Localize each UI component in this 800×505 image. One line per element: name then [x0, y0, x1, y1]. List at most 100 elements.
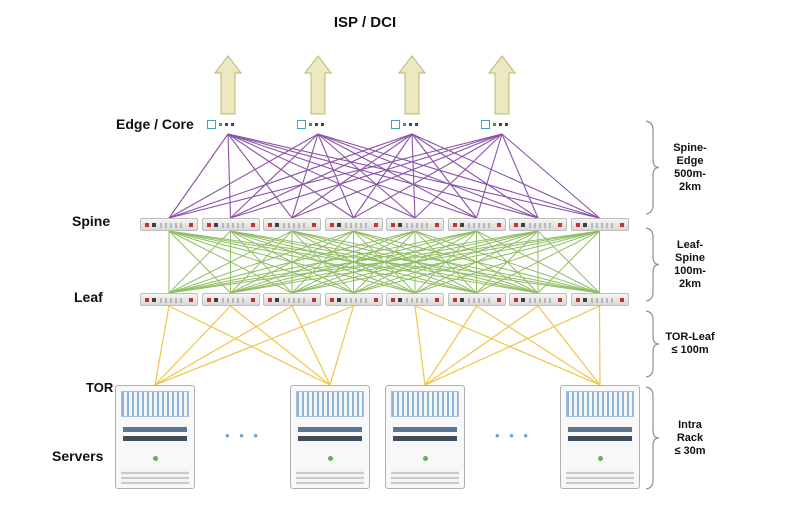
server-unit: [298, 436, 362, 441]
brace-leaf-spine: [645, 227, 660, 302]
status-led-icon: [493, 123, 496, 126]
uplink-arrow: [487, 55, 517, 115]
port-icon: [398, 298, 402, 302]
port-icon: [336, 298, 341, 302]
annotation-line: TOR-Leaf: [665, 331, 715, 343]
edge-core-device: [297, 117, 341, 132]
annotation-line: Intra: [678, 418, 702, 431]
port-strip: [221, 223, 247, 228]
annotation-line: Edge: [676, 154, 704, 167]
more-racks-ellipsis: • • •: [495, 428, 531, 443]
annotation-line: Rack: [676, 431, 704, 444]
tor-patch-panel: [121, 391, 189, 417]
status-led-icon: [312, 223, 316, 227]
edge-core-device: [207, 117, 251, 132]
layer-label-edge-core: Edge / Core: [116, 116, 194, 132]
port-strip: [406, 298, 431, 303]
status-led-icon: [558, 298, 562, 302]
port-icon: [582, 223, 587, 227]
annotation-line: ≤ 30m: [674, 444, 706, 457]
status-led-icon: [496, 298, 501, 302]
leaf-switch: [509, 293, 567, 306]
port-icon: [321, 123, 324, 126]
server-rack: [385, 385, 465, 489]
leaf-tor-links: [154, 305, 601, 386]
server-unit: [393, 427, 457, 432]
spine-switch: [570, 218, 629, 231]
rack-vents: [566, 469, 634, 484]
status-led-icon: [145, 223, 149, 227]
port-strip: [344, 298, 370, 303]
server-unit: [123, 427, 187, 432]
status-led-icon: [329, 298, 334, 302]
spine-leaf-links: [168, 230, 600, 294]
annotation-line: ≤ 100m: [671, 344, 709, 356]
spine-switch: [386, 218, 444, 231]
port-icon: [225, 123, 228, 126]
leaf-switch: [263, 293, 321, 306]
port-icon: [521, 298, 525, 302]
port-icon: [582, 298, 587, 302]
port-strip: [344, 223, 370, 228]
brace-spine-edge: [645, 120, 660, 215]
port-strip: [283, 298, 308, 303]
status-led-icon: [435, 223, 439, 227]
port-strip: [160, 298, 185, 303]
layer-label-tor: TOR: [86, 380, 114, 395]
port-strip: [221, 298, 247, 303]
port-icon: [231, 123, 234, 126]
server-unit: [123, 436, 187, 441]
annotation-line: Spine-: [673, 141, 707, 154]
more-racks-ellipsis: • • •: [225, 428, 261, 443]
status-led-icon: [329, 223, 334, 227]
port-icon: [499, 123, 502, 126]
status-led-icon: [598, 456, 603, 461]
layer-label-leaf: Leaf: [74, 289, 103, 305]
port-icon: [409, 123, 412, 126]
edge-module-icon: [297, 120, 306, 129]
leaf-switch: [386, 293, 444, 306]
diagram-title: ISP / DCI: [333, 14, 397, 31]
status-led-icon: [452, 223, 457, 227]
spine-switch: [263, 218, 321, 231]
annotation-line: Spine: [675, 251, 705, 264]
port-icon: [336, 223, 341, 227]
brace-intra-rack: [645, 386, 660, 490]
status-led-icon: [496, 223, 501, 227]
rack-vents: [296, 469, 364, 484]
status-led-icon: [189, 298, 193, 302]
server-unit: [393, 436, 457, 441]
status-led-icon: [309, 123, 312, 126]
edge-module-icon: [481, 120, 490, 129]
status-led-icon: [558, 223, 562, 227]
edge-module-icon: [391, 120, 400, 129]
uplink-arrows: [213, 55, 517, 115]
leaf-switch: [324, 293, 383, 306]
status-led-icon: [250, 298, 255, 302]
spine-switch: [509, 218, 567, 231]
port-strip: [590, 298, 616, 303]
status-led-icon: [575, 298, 580, 302]
brace-tor-leaf: [645, 310, 660, 378]
status-led-icon: [145, 298, 149, 302]
port-strip: [467, 298, 493, 303]
leaf-switch: [140, 293, 198, 306]
port-strip: [590, 223, 616, 228]
status-led-icon: [373, 223, 378, 227]
status-led-icon: [268, 298, 272, 302]
status-led-icon: [391, 223, 395, 227]
rack-vents: [121, 469, 189, 484]
status-led-icon: [619, 223, 624, 227]
server-unit: [568, 436, 632, 441]
spine-switch: [324, 218, 383, 231]
leaf-switch: [447, 293, 506, 306]
port-strip: [529, 223, 554, 228]
status-led-icon: [575, 223, 580, 227]
status-led-icon: [189, 223, 193, 227]
